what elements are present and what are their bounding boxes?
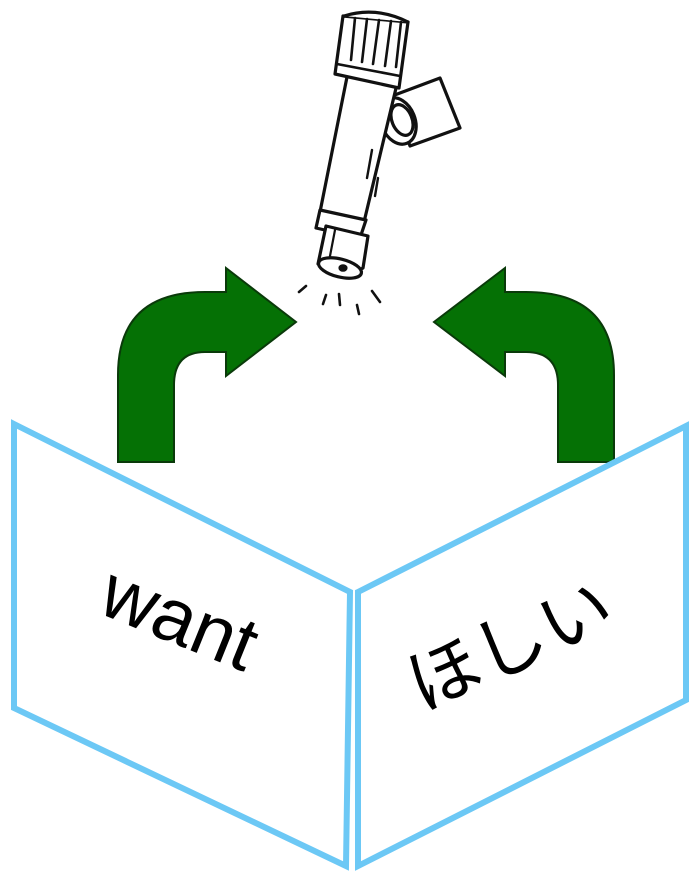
spray-lines — [297, 284, 382, 316]
inhaler-icon — [314, 10, 462, 280]
right-card — [355, 421, 689, 871]
inhaler-knob — [333, 10, 410, 90]
curved-arrow-left-icon — [432, 265, 615, 463]
curved-arrow-right-icon — [117, 265, 298, 463]
left-card — [11, 419, 354, 871]
inhaler-body — [318, 70, 399, 224]
